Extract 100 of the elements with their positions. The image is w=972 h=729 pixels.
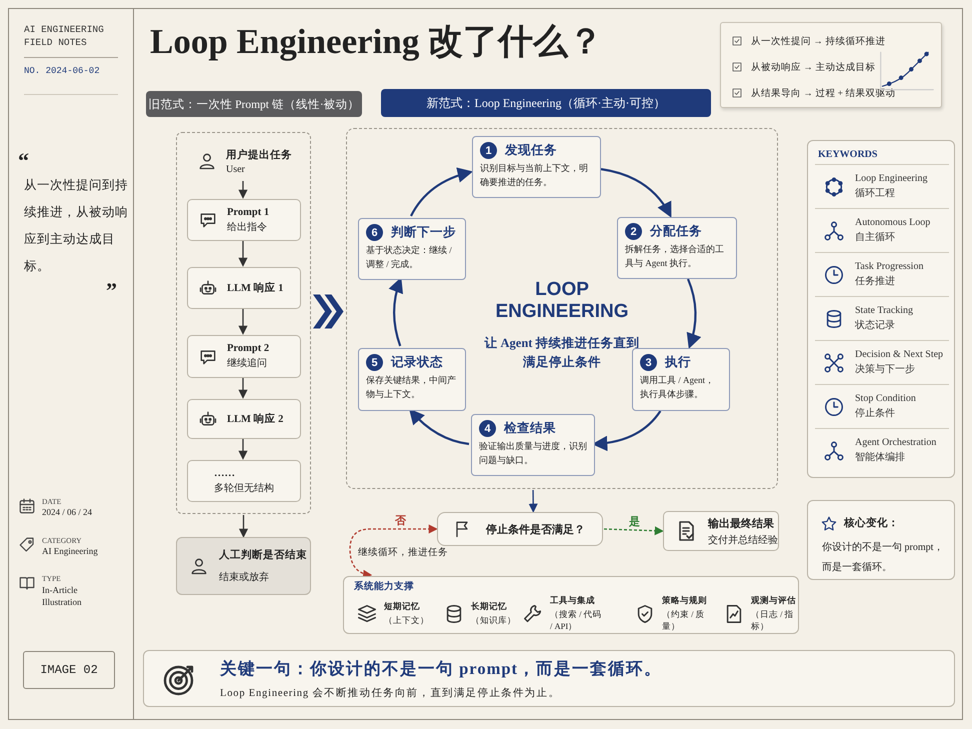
arrow [238, 181, 248, 199]
meta-value: 2024 / 06 / 24 [42, 507, 94, 517]
loop-subtitle: 让 Agent 持续推进任务直到满足停止条件 [483, 335, 641, 371]
key-sentence-banner [143, 650, 955, 707]
result-subtitle: 交付并总结经验 [708, 534, 778, 546]
step-description: 调用工具 / Agent，执行具体步骤。 [640, 374, 715, 401]
process-box [187, 267, 301, 309]
step-title: 分配任务 [650, 223, 702, 240]
step-title: Prompt 1 [227, 206, 270, 218]
checklist-item: 从被动响应 → 主动达成目标 [751, 61, 876, 74]
image-number-box: IMAGE 02 [23, 651, 115, 689]
keyword-term: Decision & Next Step [855, 349, 944, 360]
step-description: 识别目标与当前上下文，明确要推进的任务。 [480, 162, 589, 189]
keyword-translation: 停止条件 [855, 406, 896, 420]
keyword-term: Autonomous Loop [855, 217, 930, 228]
step-card [617, 217, 737, 279]
step-title: LLM 响应 2 [227, 412, 284, 426]
process-box [187, 399, 301, 439]
keyword-translation: 任务推进 [855, 274, 896, 288]
key-sentence: 关键一句：你设计的不是一句 prompt，而是一套循环。 [220, 658, 662, 680]
result-title: 输出最终结果 [708, 516, 775, 530]
arrow [238, 378, 248, 399]
arrow [349, 524, 438, 578]
result-box [663, 511, 779, 551]
step-subtitle: 给出指令 [227, 220, 268, 234]
capability-detail: （日志 / 指标） [751, 609, 795, 633]
keyword-term: State Tracking [855, 305, 914, 316]
arrow [600, 168, 672, 218]
process-box [187, 199, 301, 241]
capability-panel [343, 576, 799, 634]
capability-detail: （搜索 / 代码 / API） [550, 609, 602, 633]
step-title: 人工判断是否结束 [219, 548, 307, 562]
capability-name: 短期记忆 [384, 601, 421, 613]
step-title: 检查结果 [504, 420, 556, 437]
keyword-translation: 状态记录 [855, 318, 896, 332]
quote-mark: “ [18, 148, 30, 174]
keyword-term: Loop Engineering [855, 173, 928, 184]
note-text: 你设计的不是一句 prompt，而是一套循环。 [822, 540, 944, 575]
keyword-term: Task Progression [855, 261, 924, 272]
checklist-item: 从一次性提问 → 持续循环推进 [751, 35, 886, 48]
ellipsis-text: …… [214, 468, 236, 478]
arrow [528, 490, 538, 513]
step-number: 3 [640, 354, 657, 371]
capability-name: 策略与规则 [662, 595, 708, 607]
step-number: 5 [366, 354, 383, 371]
panel-heading: 系统能力支撑 [354, 580, 415, 593]
chevron-arrow [313, 294, 344, 329]
step-number: 4 [479, 420, 496, 437]
arrow [388, 277, 404, 346]
panel-heading: KEYWORDS [818, 149, 878, 160]
pull-quote: 从一次性提问到持续推进，从被动响应到主动达成目标。 [24, 177, 128, 275]
note-title: 核心变化： [844, 516, 900, 530]
step-card [472, 136, 601, 198]
arrow [686, 278, 701, 349]
paradigm-tag: 旧范式：一次性 Prompt 链（线性·被动） [146, 91, 362, 117]
paradigm-tag: 新范式：Loop Engineering（循环·主动·可控） [381, 89, 711, 117]
keywords-panel [807, 140, 955, 478]
loop-panel [346, 128, 778, 489]
keyword-term: Stop Condition [855, 393, 916, 404]
capability-detail: （知识库） [471, 615, 516, 627]
step-subtitle: 结束或放弃 [219, 570, 270, 584]
quote-mark: ” [106, 278, 118, 304]
old-flow-panel [176, 132, 311, 514]
step-subtitle: 继续追问 [227, 356, 268, 370]
series-label: AI ENGINEERING FIELD NOTES [24, 23, 105, 50]
keyword-term: Agent Orchestration [855, 437, 936, 448]
capability-detail: （约束 / 质量） [662, 609, 706, 633]
note-card [807, 500, 955, 580]
arrow [238, 515, 248, 538]
loop-title: LOOP ENGINEERING [494, 279, 630, 323]
step-card [358, 218, 466, 280]
key-sentence-detail: Loop Engineering 会不断推动任务向前，直到满足停止条件为止。 [220, 686, 562, 700]
step-card [471, 414, 595, 476]
issue-number: NO. 2024-06-02 [24, 66, 101, 76]
process-box [187, 460, 301, 502]
edge-label: 是 [627, 514, 642, 529]
step-description: 验证输出质量与进度，识别问题与缺口。 [479, 440, 587, 467]
capability-name: 长期记忆 [471, 601, 508, 613]
page-title: Loop Engineering 改了什么？ [150, 21, 604, 63]
keyword-translation: 决策与下一步 [855, 362, 916, 376]
arrow [238, 439, 248, 460]
meta-value: AI Engineering [42, 546, 99, 556]
step-title: Prompt 2 [227, 343, 270, 354]
capability-detail: （上下文） [384, 615, 429, 627]
capability-name: 观测与评估 [751, 595, 797, 607]
step-description: 保存关键结果，中间产物与上下文。 [366, 374, 457, 401]
step-title: 记录状态 [391, 354, 443, 371]
step-subtitle: User [226, 164, 246, 174]
step-subtitle: 多轮但无结构 [214, 482, 274, 494]
step-description: 拆解任务，选择合适的工具与 Agent 执行。 [625, 243, 725, 270]
edge-label: 否 [393, 513, 408, 528]
step-title: 判断下一步 [391, 224, 456, 241]
manual-decision-box [176, 537, 311, 595]
meta-value: In-Article Illustration [42, 584, 82, 608]
process-box [187, 335, 301, 378]
capability-name: 工具与集成 [550, 595, 596, 607]
step-number: 6 [366, 224, 383, 241]
step-number: 2 [625, 223, 642, 240]
step-title: LLM 响应 1 [227, 281, 284, 295]
step-title: 用户提出任务 [226, 148, 292, 162]
